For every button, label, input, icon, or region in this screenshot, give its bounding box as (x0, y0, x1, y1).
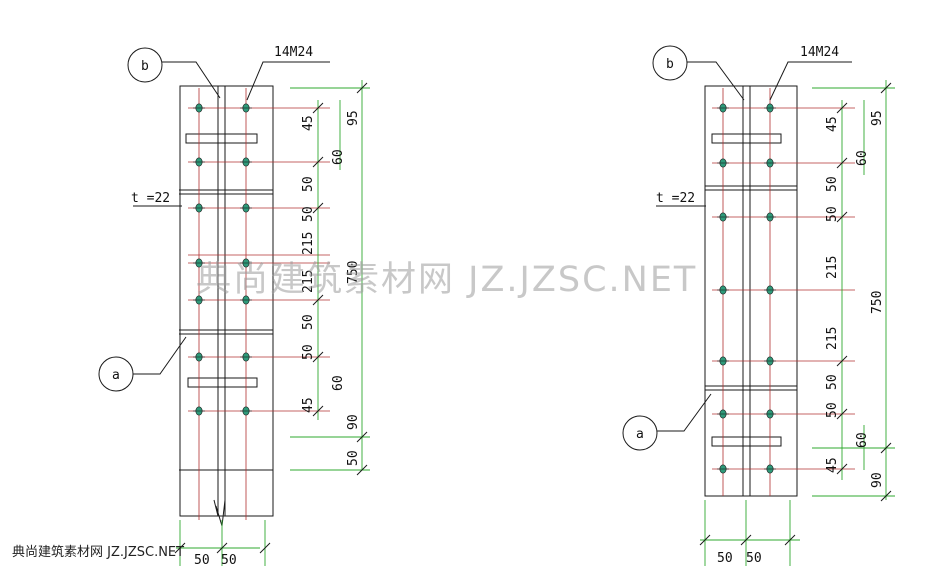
center-watermark: 典尚建筑素材网 JZ.JZSC.NET (196, 260, 697, 300)
bolt-symbol (717, 409, 729, 419)
bolt-symbol (764, 212, 776, 222)
bolt-symbol (717, 285, 729, 295)
right-dim-inner-texts: 45 60 50 50 215 215 50 50 60 45 (825, 116, 870, 473)
bolt-symbol (764, 158, 776, 168)
dim-label: 50 (221, 553, 237, 566)
dim-label: 215 (301, 270, 316, 293)
dim-label: 45 (301, 115, 316, 131)
bolt-symbol (193, 295, 205, 305)
bolt-symbol (240, 352, 252, 362)
left-bolt-centerlines (188, 88, 330, 520)
bolt-symbol (764, 285, 776, 295)
bolt-symbol (717, 158, 729, 168)
dim-label: 50 (301, 314, 316, 330)
bolt-symbol (193, 406, 205, 416)
bolt-symbol (193, 103, 205, 113)
bolt-symbol (240, 258, 252, 268)
left-bolts-label: 14M24 (274, 45, 313, 60)
left-callout-b-label: b (141, 59, 149, 74)
dim-label: 50 (746, 551, 762, 566)
bolt-symbol (717, 356, 729, 366)
right-bolt-group (717, 103, 776, 474)
bolt-symbol (764, 356, 776, 366)
dim-label: 60 (331, 375, 346, 391)
dim-label: 750 (346, 261, 361, 284)
dim-label: 60 (855, 432, 870, 448)
bolt-symbol (764, 103, 776, 113)
bolt-symbol (240, 295, 252, 305)
dim-label: 750 (870, 291, 885, 314)
bolt-symbol (717, 103, 729, 113)
dim-label: 50 (194, 553, 210, 566)
right-callout-a-circle (622, 415, 658, 451)
left-dimension-ticks (174, 82, 368, 554)
bolt-symbol (193, 258, 205, 268)
dim-label: 45 (825, 116, 840, 132)
right-splice-view: b 14M24 t =22 a 45 60 50 50 215 215 50 5… (622, 45, 895, 566)
footer-watermark: 典尚建筑素材网 JZ.JZSC.NET (12, 544, 184, 560)
dim-label: 50 (825, 176, 840, 192)
right-callout-a-label: a (636, 427, 644, 442)
bolt-symbol (240, 103, 252, 113)
left-column-outline (179, 85, 274, 527)
bolt-symbol (193, 157, 205, 167)
bolt-symbol (193, 203, 205, 213)
dim-label: 50 (825, 402, 840, 418)
dim-label: 60 (855, 150, 870, 166)
dim-label: 45 (301, 397, 316, 413)
dim-label: 50 (301, 206, 316, 222)
right-bolts-label: 14M24 (800, 45, 839, 60)
bolt-symbol (764, 409, 776, 419)
dim-label: 50 (717, 551, 733, 566)
left-dimension-lines (176, 80, 370, 566)
bolt-symbol (764, 464, 776, 474)
right-callout-b-circle (652, 45, 688, 81)
right-column-outline (704, 85, 798, 497)
dim-label: 90 (346, 414, 361, 430)
bolt-symbol (240, 203, 252, 213)
bolt-symbol (717, 464, 729, 474)
dim-label: 215 (301, 232, 316, 255)
dim-label: 50 (301, 344, 316, 360)
left-splice-view: b 14M24 t =22 a 45 60 50 50 215 215 50 5… (98, 45, 370, 566)
right-dim-bottom-texts: 50 50 (717, 551, 762, 566)
dim-label: 215 (825, 256, 840, 279)
dim-label: 50 (301, 176, 316, 192)
dim-label: 95 (870, 110, 885, 126)
right-bolt-centerlines (712, 88, 855, 496)
right-leaders (622, 45, 852, 451)
left-callout-b-circle (127, 47, 163, 83)
bolt-symbol (717, 212, 729, 222)
right-dimension-ticks (699, 82, 892, 546)
left-callout-a-label: a (112, 368, 120, 383)
left-dim-mid-texts: 95 750 90 50 (346, 110, 361, 466)
bolt-symbol (193, 352, 205, 362)
left-bolt-group (193, 103, 252, 416)
dim-label: 50 (346, 450, 361, 466)
left-dim-inner-texts: 45 60 50 50 215 215 50 50 60 45 (301, 115, 346, 413)
right-plate-thickness-label: t =22 (656, 191, 695, 206)
dim-label: 50 (825, 206, 840, 222)
dim-label: 45 (825, 457, 840, 473)
left-plate-thickness-label: t =22 (131, 191, 170, 206)
dim-label: 60 (331, 149, 346, 165)
dim-label: 90 (870, 472, 885, 488)
left-dim-bottom-texts: 50 50 (194, 553, 237, 566)
dim-label: 50 (825, 374, 840, 390)
right-dimension-lines (700, 80, 895, 566)
dim-label: 95 (346, 110, 361, 126)
left-leaders (98, 47, 330, 392)
dim-label: 215 (825, 327, 840, 350)
bolt-symbol (240, 406, 252, 416)
bolt-symbol (240, 157, 252, 167)
right-dim-mid-texts: 95 750 90 (870, 110, 885, 488)
right-callout-b-label: b (666, 57, 674, 72)
